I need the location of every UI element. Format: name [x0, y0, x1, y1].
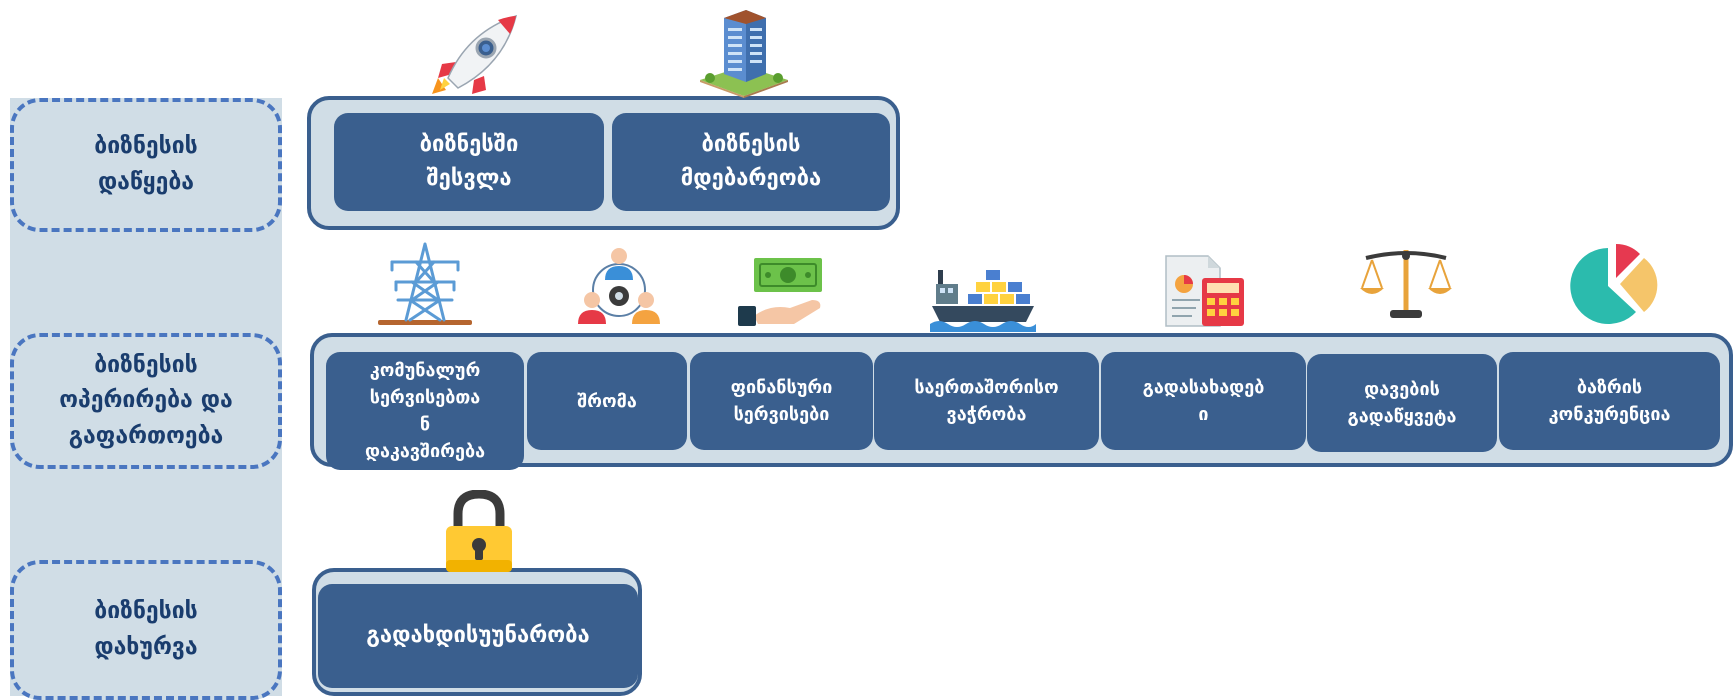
- scales-icon: [1360, 248, 1452, 320]
- financial-services-box: ფინანსური სერვისები: [690, 352, 873, 450]
- building-icon: [696, 8, 792, 98]
- pie-chart-icon: [1560, 242, 1662, 328]
- taxes-box: გადასახადებ ი: [1101, 352, 1306, 450]
- dispute-resolution-box: დავების გადაწყვეტა: [1307, 354, 1497, 452]
- stage-close: ბიზნესის დახურვა: [10, 560, 282, 700]
- stage-close-label: ბიზნესის დახურვა: [94, 598, 198, 660]
- cargo-ship-icon: [930, 266, 1036, 332]
- business-entry-box: ბიზნესში შესვლა: [334, 113, 604, 211]
- tax-calculator-icon: [1162, 254, 1248, 328]
- padlock-icon: [444, 490, 514, 572]
- business-location-box: ბიზნესის მდებარეობა: [612, 113, 890, 211]
- stage-start: ბიზნესის დაწყება: [10, 98, 282, 232]
- money-hand-icon: [736, 256, 826, 328]
- rocket-icon: [428, 12, 524, 96]
- market-competition-box: ბაზრის კონკურენცია: [1499, 352, 1720, 450]
- labor-box: შრომა: [527, 352, 687, 450]
- stage-operate: ბიზნესის ოპერირება და გაფართოება: [10, 333, 282, 469]
- stage-operate-label: ბიზნესის ოპერირება და გაფართოება: [59, 351, 233, 449]
- utilities-box: კომუნალურ სერვისებთა ნ დაკავშირება: [326, 352, 524, 470]
- power-tower-icon: [376, 242, 474, 326]
- stage-start-label: ბიზნესის დაწყება: [94, 133, 198, 195]
- insolvency-box: გადახდისუუნარობა: [318, 584, 638, 688]
- international-trade-box: საერთაშორისო ვაჭრობა: [874, 352, 1099, 450]
- team-icon: [576, 246, 662, 326]
